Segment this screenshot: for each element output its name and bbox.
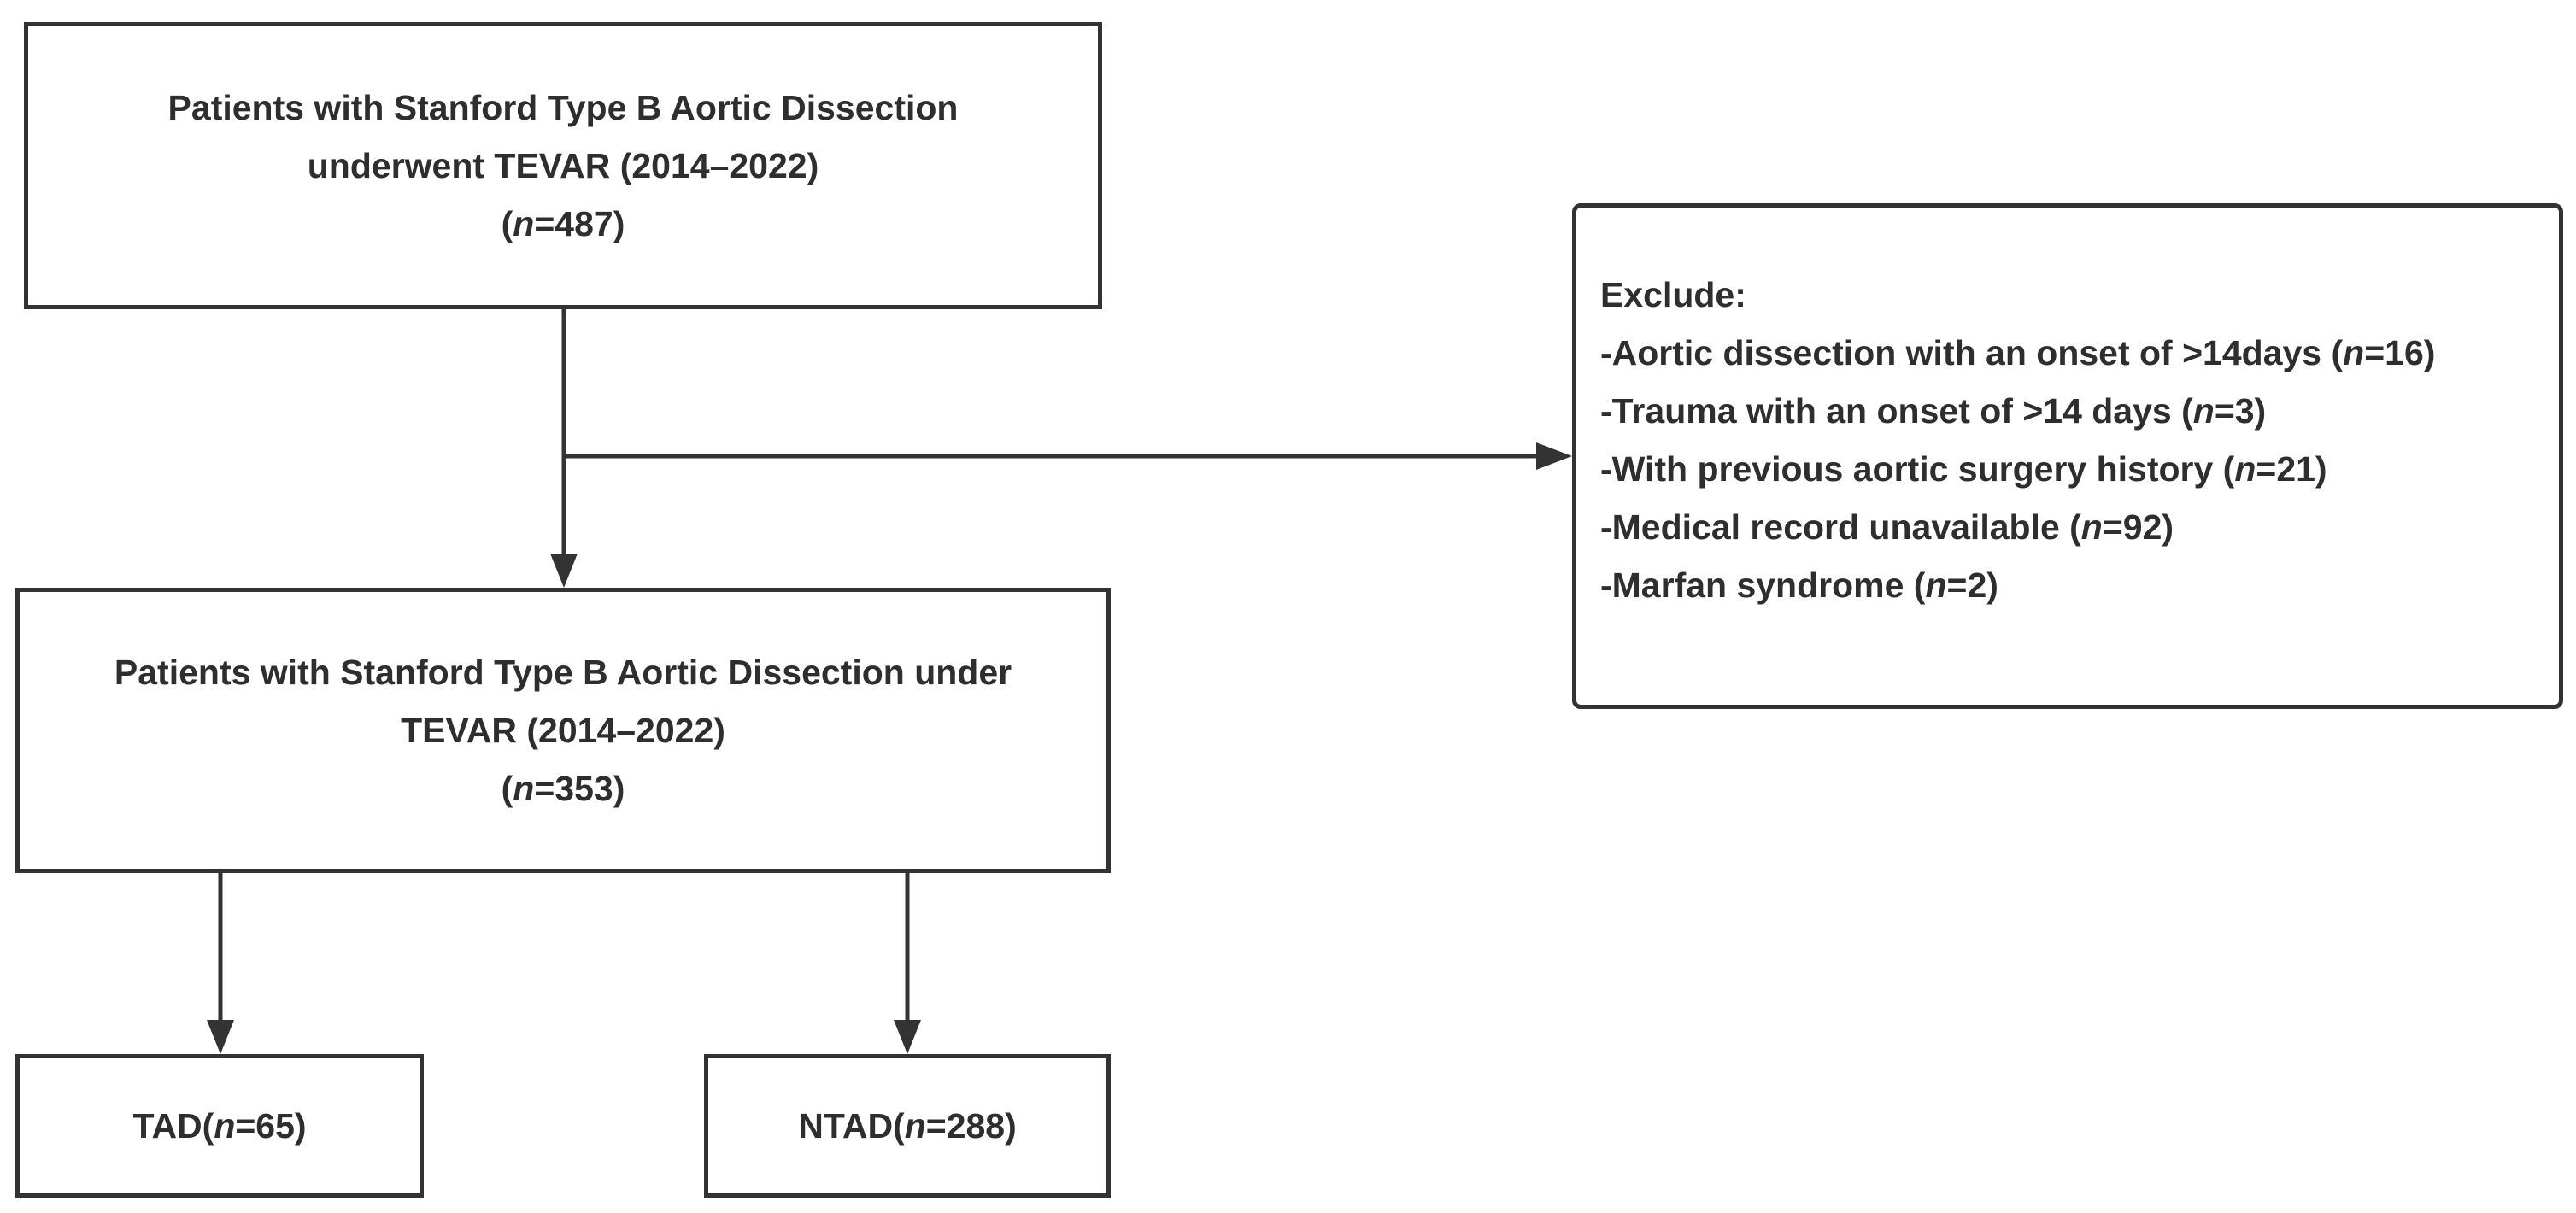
exclusion-item: -Marfan syndrome (n=2) (1600, 565, 1998, 605)
arrowhead-ntad (894, 1020, 921, 1054)
included-cohort-count: (n=353) (501, 769, 625, 808)
included-cohort-box: Patients with Stanford Type B Aortic Dis… (15, 588, 1111, 873)
initial-cohort-line1: Patients with Stanford Type B Aortic Dis… (167, 88, 959, 127)
included-cohort-line2: TEVAR (2014–2022) (401, 711, 725, 750)
initial-cohort-line2: underwent TEVAR (2014–2022) (307, 146, 819, 185)
arrowhead-tad (207, 1020, 234, 1054)
tad-group-label: TAD(n=65) (132, 1106, 307, 1146)
exclusion-item: -With previous aortic surgery history (n… (1600, 449, 2327, 489)
ntad-group-label: NTAD(n=288) (798, 1106, 1017, 1146)
tad-group-box: TAD(n=65) (15, 1054, 424, 1198)
exclusion-title: Exclude: (1600, 275, 1746, 314)
exclusion-item: -Aortic dissection with an onset of >14d… (1600, 333, 2436, 372)
ntad-group-box: NTAD(n=288) (704, 1054, 1111, 1198)
arrowhead-exclusion (1536, 442, 1572, 470)
initial-cohort-count: (n=487) (501, 204, 625, 243)
arrowhead-included (550, 554, 578, 588)
exclusion-box: Exclude: -Aortic dissection with an onse… (1572, 203, 2563, 709)
exclusion-item: -Medical record unavailable (n=92) (1600, 507, 2174, 547)
included-cohort-line1: Patients with Stanford Type B Aortic Dis… (114, 653, 1012, 692)
exclusion-item: -Trauma with an onset of >14 days (n=3) (1600, 391, 2267, 431)
initial-cohort-box: Patients with Stanford Type B Aortic Dis… (24, 22, 1102, 309)
